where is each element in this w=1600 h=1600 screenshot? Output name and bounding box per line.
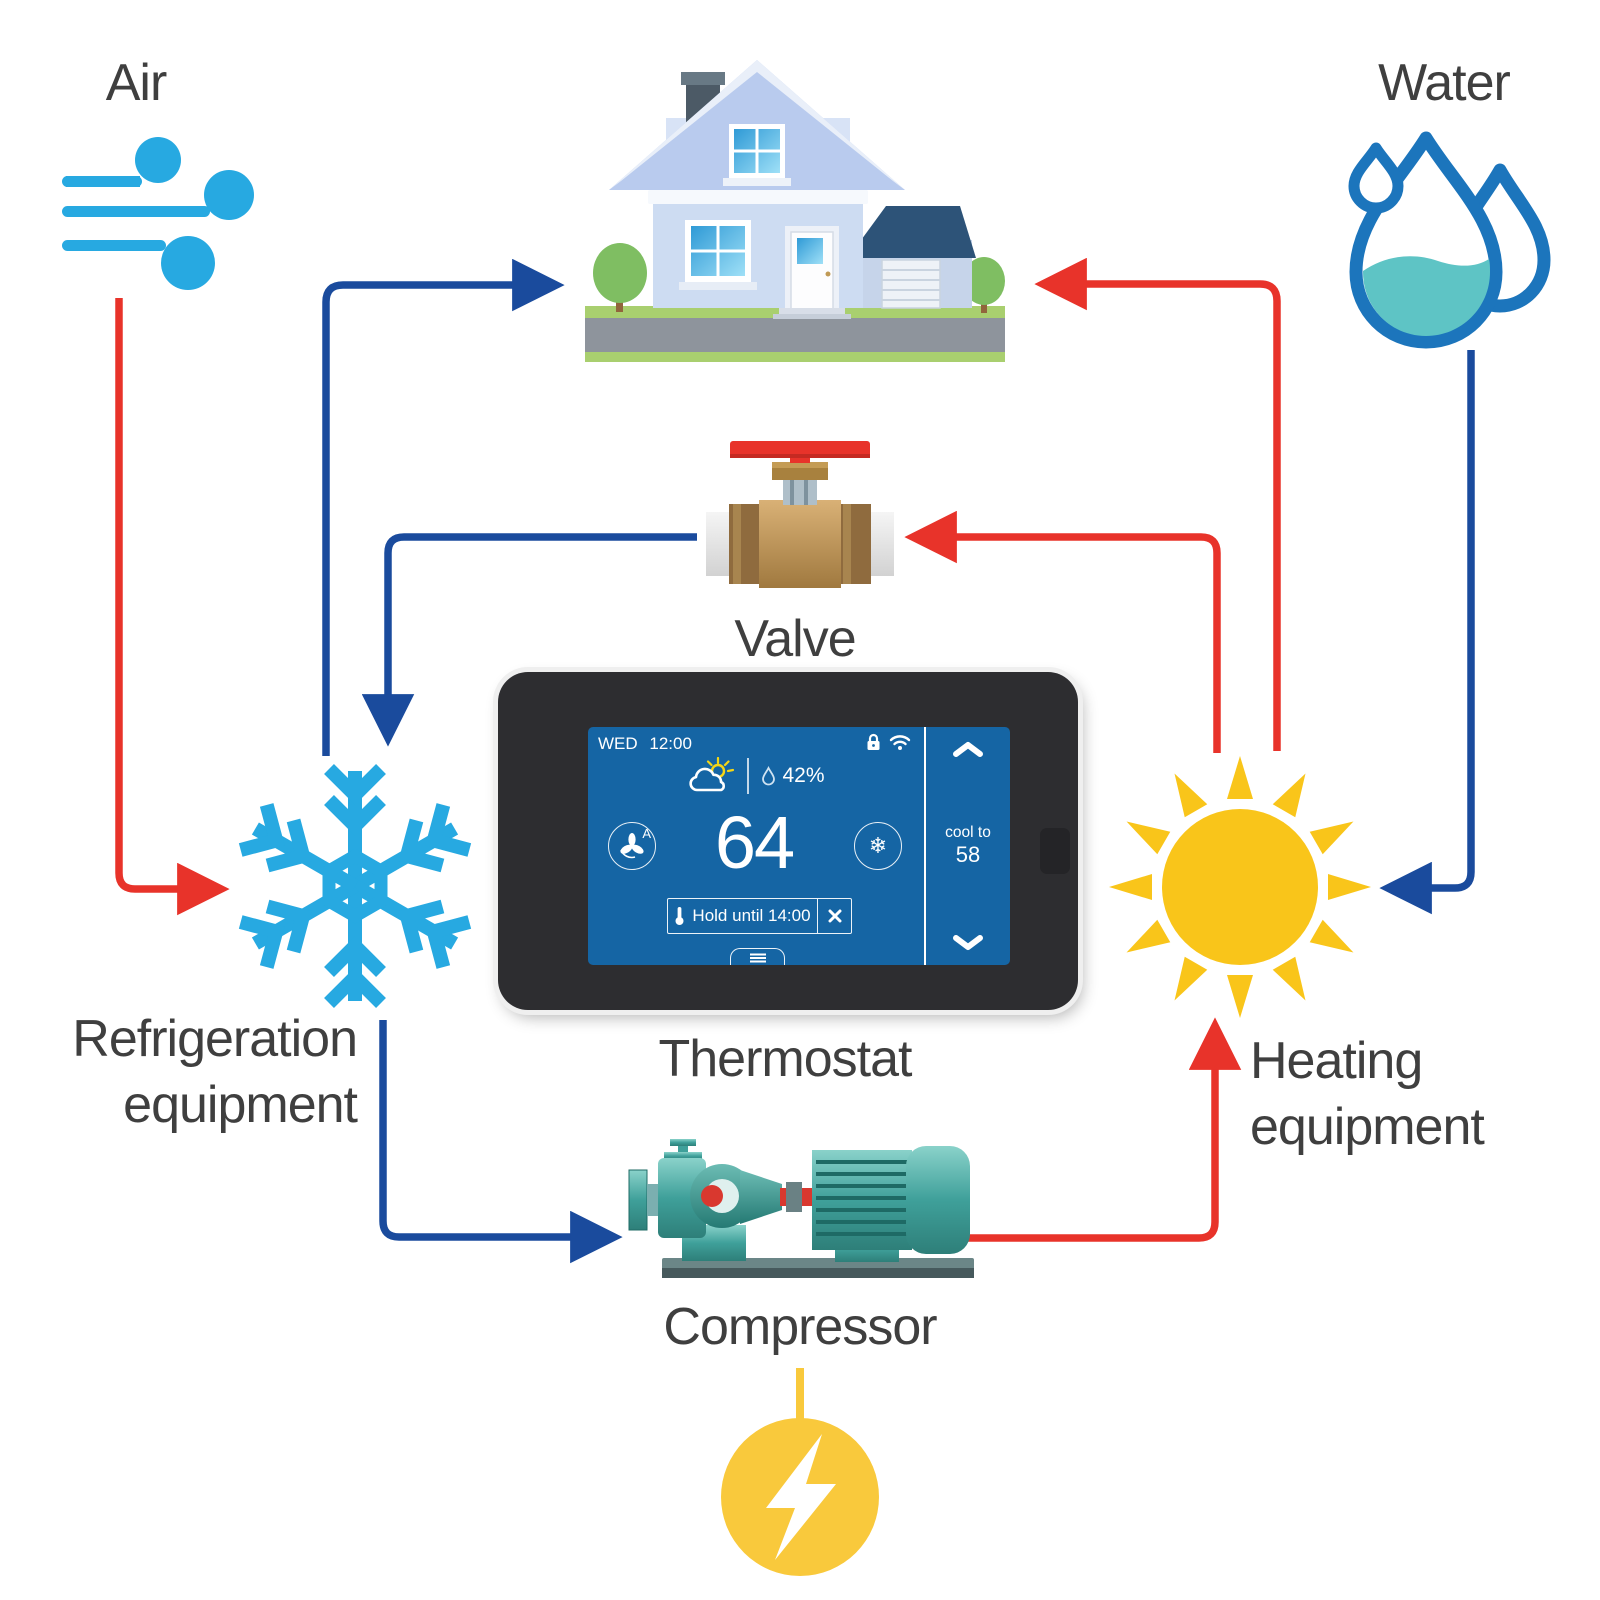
compressor-label: Compressor <box>663 1298 937 1356</box>
mode-snowflake-icon: ❄ <box>868 833 888 858</box>
lightning-icon <box>721 1418 879 1576</box>
thermometer-icon <box>675 907 684 925</box>
arrow-valve-to-refrigeration <box>361 533 697 747</box>
hold-cancel-button[interactable] <box>817 899 851 933</box>
weather-row: 42% <box>588 757 924 795</box>
fan-auto-letter: A <box>642 826 651 841</box>
lock-icon <box>867 733 880 750</box>
arrow-water-to-heating <box>1379 350 1475 915</box>
hamburger-menu-icon <box>749 953 766 962</box>
arrow-heating-to-valve <box>904 510 1221 753</box>
sun-icon <box>1109 756 1371 1018</box>
humidity-value: 42% <box>782 764 825 787</box>
hold-status-chip: Hold until 14:00 <box>667 898 852 934</box>
arrow-air-to-refrigeration <box>115 298 230 916</box>
hold-main: Hold until 14:00 <box>668 899 817 933</box>
chevron-down-icon[interactable] <box>952 934 984 951</box>
current-temperature: 64 <box>714 801 795 884</box>
arrow-refrigeration-to-compressor <box>379 1020 623 1264</box>
arrow-refrigeration-to-house <box>322 258 565 756</box>
connector-arrows <box>115 257 1475 1419</box>
wifi-icon <box>889 734 911 750</box>
thermostat-label: Thermostat <box>658 1030 913 1088</box>
arrow-compressor-to-heating <box>966 1017 1242 1242</box>
valve-label: Valve <box>734 610 856 668</box>
setpoint-value: 58 <box>955 842 981 868</box>
cool-mode-button[interactable]: ❄ <box>854 822 902 870</box>
humidity-reading: 42% <box>761 764 825 788</box>
water-drops-icon <box>1348 131 1551 349</box>
close-icon <box>828 909 841 923</box>
droplet-icon <box>762 766 776 786</box>
hold-text: Hold until 14:00 <box>692 906 811 925</box>
valve-icon <box>706 441 894 588</box>
setpoint-label: cool to <box>945 824 991 842</box>
air-label: Air <box>105 54 168 112</box>
setpoint-readout: cool to 58 <box>945 824 991 867</box>
setpoint-panel: cool to 58 <box>926 727 1010 965</box>
fan-icon <box>620 833 644 859</box>
status-icons <box>866 733 911 751</box>
panel-divider <box>924 727 926 965</box>
weather-divider <box>747 758 750 794</box>
menu-tab-button[interactable] <box>730 948 785 965</box>
heating-label: Heating equipment <box>1250 1032 1485 1156</box>
cloud-sun-icon <box>689 757 735 792</box>
thermostat-side-button[interactable] <box>1040 828 1070 874</box>
snowflake-icon <box>238 764 472 1008</box>
water-label: Water <box>1378 54 1511 112</box>
house-icon <box>585 60 1005 362</box>
thermostat-device: WED 12:00 <box>498 672 1078 1010</box>
arrow-heating-to-house <box>1034 257 1281 751</box>
chevron-up-icon[interactable] <box>952 741 984 758</box>
wind-icon <box>62 137 254 290</box>
status-datetime: WED 12:00 <box>598 734 692 753</box>
fan-mode-button[interactable]: A <box>608 822 656 870</box>
refrigeration-label: Refrigeration equipment <box>72 1010 358 1134</box>
thermostat-screen: WED 12:00 <box>588 727 1010 965</box>
compressor-icon <box>628 1139 974 1278</box>
